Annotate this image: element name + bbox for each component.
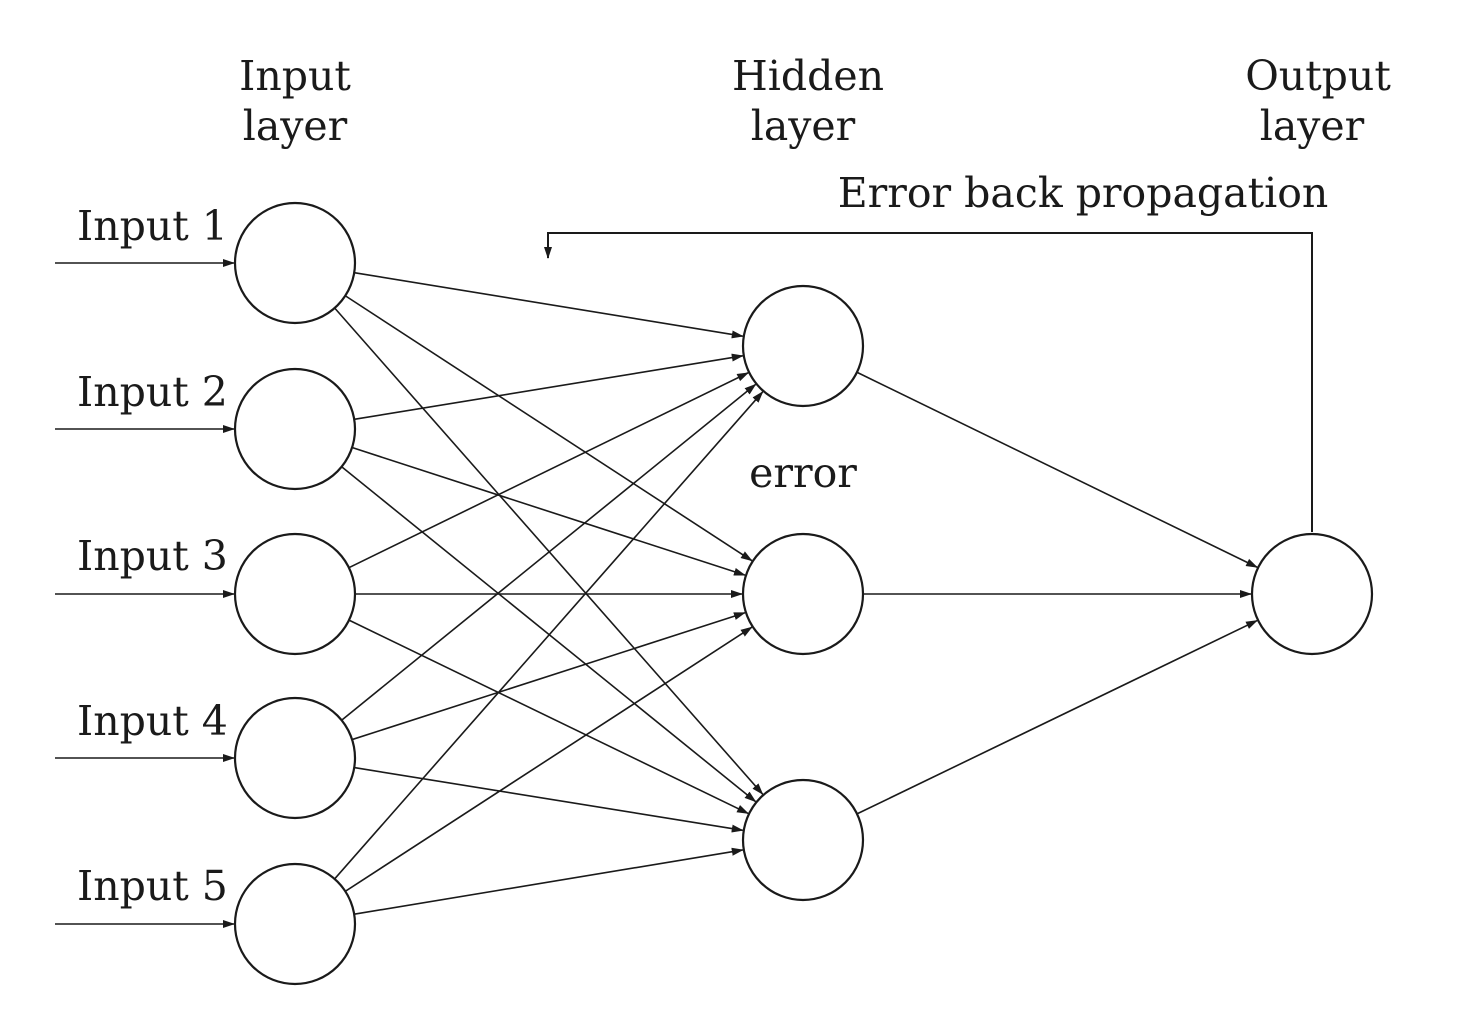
input-node-5 [233, 862, 357, 986]
hidden-node-3 [741, 778, 865, 902]
edge-input5-hidden3 [354, 847, 744, 916]
edge-input3-hidden3 [348, 619, 749, 815]
input-node-4 [233, 696, 357, 820]
input-label-3: Input 3 [77, 532, 228, 580]
edge-input4-hidden2 [351, 611, 746, 741]
edge-input5-hidden1 [334, 391, 764, 880]
edge-input2-hidden3 [341, 466, 757, 803]
edge-input1-hidden1 [354, 271, 744, 339]
feedback-path [544, 232, 1313, 532]
hidden-layer-title-line2: layer [751, 102, 856, 150]
output-layer-title-line1: Output [1245, 52, 1391, 100]
input-node-2 [233, 367, 357, 491]
edges-group [55, 259, 1259, 928]
edge-input4-hidden3 [354, 766, 744, 833]
input-node-3 [233, 532, 357, 656]
output-node [1250, 532, 1374, 656]
input-layer-title-line2: layer [243, 102, 348, 150]
error-back-propagation-label: Error back propagation [838, 169, 1329, 217]
hidden-layer-title-line1: Hidden [732, 52, 884, 100]
edge-input2-hidden1 [354, 353, 744, 421]
edge-input5-hidden2 [344, 626, 753, 892]
edge-input2-hidden2 [351, 446, 746, 576]
edge-input4-hidden1 [341, 383, 757, 721]
hidden-node-1 [741, 284, 865, 408]
input-node-1 [233, 201, 357, 325]
input-label-2: Input 2 [77, 368, 228, 416]
edge-input1-hidden3 [334, 307, 764, 795]
input-label-1: Input 1 [77, 202, 228, 250]
edge-hidden1-output [856, 371, 1259, 569]
edge-input1-hidden2 [344, 295, 753, 562]
nodes-group [233, 201, 1374, 986]
input-label-5: Input 5 [77, 862, 228, 910]
input-label-4: Input 4 [77, 697, 228, 745]
input-layer-title-line1: Input [239, 52, 351, 100]
hidden-node-2 [741, 532, 865, 656]
edge-input3-hidden1 [348, 372, 750, 569]
edge-hidden3-output [856, 619, 1258, 815]
output-layer-title-line2: layer [1260, 102, 1365, 150]
error-annotation: error [749, 449, 857, 497]
